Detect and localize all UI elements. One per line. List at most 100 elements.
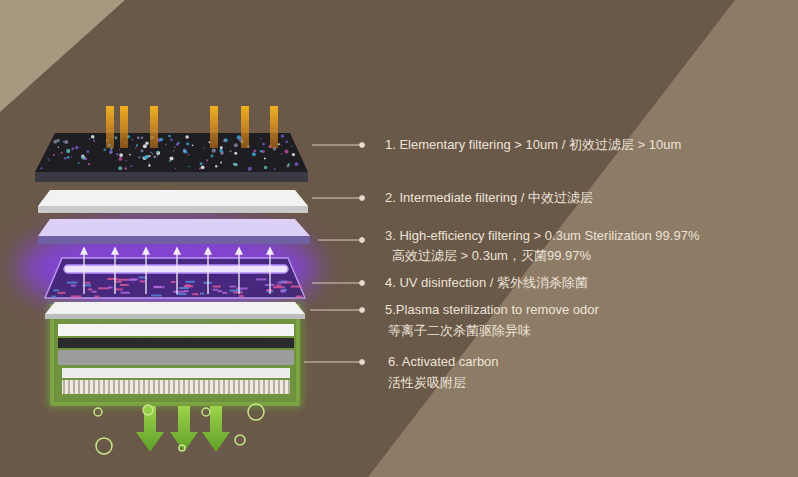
leader-line — [310, 310, 362, 311]
outflow-arrows — [136, 406, 230, 452]
dust-speck — [295, 162, 299, 166]
uv-speck — [51, 296, 56, 298]
dust-speck — [118, 157, 122, 161]
carbon-sheet — [58, 338, 294, 348]
dust-speck — [252, 152, 256, 156]
dust-speck — [284, 150, 288, 154]
dust-speck — [141, 149, 144, 152]
dust-speck — [287, 163, 289, 165]
dust-speck — [109, 150, 113, 154]
uv-speck — [171, 281, 176, 283]
bubble — [94, 408, 102, 416]
dust-speck — [129, 154, 131, 156]
callout-label: 等离子二次杀菌驱除异味 — [388, 323, 531, 339]
uv-speck — [179, 287, 189, 289]
uv-speck — [85, 282, 90, 284]
leader-line — [312, 198, 362, 199]
bubble — [202, 408, 210, 416]
dust-speck — [156, 151, 158, 153]
dust-speck — [153, 156, 156, 159]
dust-speck — [234, 163, 237, 166]
dust-speck — [89, 138, 91, 140]
leader-dot — [360, 238, 365, 243]
dust-speck — [130, 165, 132, 167]
dust-speck — [119, 149, 120, 150]
uv-speck — [94, 295, 99, 297]
uv-speck — [108, 286, 113, 288]
uv-ray-head — [112, 248, 118, 254]
uv-speck — [121, 292, 130, 294]
uv-ray-line — [176, 252, 177, 294]
uv-speck — [233, 291, 243, 293]
dust-speck — [219, 149, 223, 153]
uv-ray — [236, 248, 242, 294]
dust-speck — [169, 160, 171, 162]
dust-speck — [116, 153, 118, 155]
dust-speck — [234, 143, 238, 147]
bubble — [248, 404, 264, 420]
dust-speck — [131, 139, 133, 141]
dust-speck — [229, 150, 231, 152]
dust-speck — [184, 150, 185, 151]
dust-speck — [67, 156, 69, 158]
dust-speck — [292, 153, 295, 156]
dust-speck — [248, 167, 252, 171]
uv-speck — [118, 279, 128, 281]
uv-lamp — [64, 265, 288, 273]
dust-specks — [40, 135, 298, 171]
uv-ray — [174, 248, 180, 294]
dust-speck — [200, 162, 203, 165]
dust-speck — [173, 150, 174, 151]
uv-speck — [151, 294, 162, 296]
dust-speck — [136, 144, 138, 146]
dust-speck — [71, 156, 72, 157]
dust-speck — [148, 163, 149, 164]
uv-ray-line — [207, 252, 208, 294]
uv-speck — [213, 289, 219, 291]
dust-speck — [135, 147, 136, 148]
uv-ray — [81, 248, 87, 294]
bubble — [179, 445, 185, 451]
uv-speck — [139, 280, 145, 282]
dust-speck — [260, 150, 263, 153]
uv-speck — [285, 281, 293, 283]
dust-speck — [291, 145, 292, 146]
uv-ray-head — [143, 248, 149, 254]
dust-speck — [189, 166, 190, 167]
bubbles — [94, 404, 264, 454]
uv-ray-line — [269, 252, 270, 294]
dust-speck — [262, 143, 265, 146]
dust-speck — [78, 162, 80, 164]
uv-ray-head — [174, 248, 180, 254]
uv-ray — [267, 248, 273, 294]
dust-speck — [281, 153, 282, 154]
uv-speck — [107, 278, 117, 280]
airflow-bar — [150, 106, 158, 148]
uv-speck — [53, 289, 59, 291]
airflow-bar — [120, 106, 128, 148]
dust-speck — [137, 137, 139, 139]
dust-speck — [81, 155, 85, 159]
dust-speck — [125, 160, 126, 161]
uv-speck — [223, 292, 228, 294]
uv-speck — [91, 291, 96, 293]
dust-speck — [91, 135, 94, 138]
dust-speck — [237, 135, 241, 139]
uv-speck — [98, 287, 109, 289]
dust-speck — [66, 149, 70, 153]
uv-speck — [154, 286, 164, 288]
uv-speck — [71, 295, 82, 297]
pleated-sheet — [62, 380, 290, 394]
leader-lines — [304, 143, 365, 365]
elementary-layer-edge — [35, 172, 308, 182]
uv-speck — [229, 286, 235, 288]
uv-speck — [127, 279, 136, 281]
bubble — [96, 438, 112, 454]
uv-speck — [176, 293, 186, 295]
callout-label: 2. Intermediate filtering / 中效过滤层 — [385, 190, 593, 206]
uv-speck — [58, 292, 66, 294]
airflow-bars — [106, 106, 278, 148]
